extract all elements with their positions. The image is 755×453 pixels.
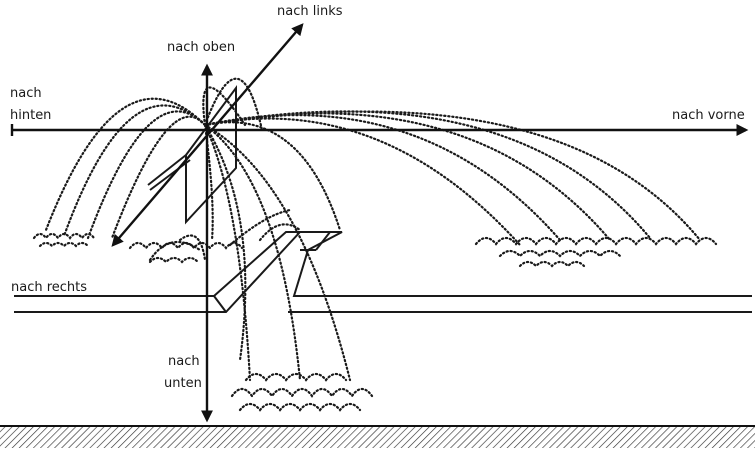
splash-trajectories [44,77,702,382]
landing-cluster-left [32,232,96,248]
table-surface [14,231,752,313]
landing-cluster-right [474,236,718,268]
landing-cluster-bottom [230,372,374,412]
label-nach-rechts: nach rechts [11,280,87,295]
landing-cluster-center [128,241,244,264]
label-nach-hinten-line1: nach [10,86,42,101]
vessel-outline [147,84,237,225]
axis-left-right [111,23,304,247]
label-nach-links: nach links [277,4,343,19]
label-nach-unten-line1: nach [168,354,200,369]
label-nach-oben: nach oben [167,40,235,55]
label-nach-hinten-line2: hinten [10,108,51,123]
label-nach-unten-line2: unten [164,376,202,391]
label-nach-vorne: nach vorne [672,108,745,123]
floor [0,425,755,448]
